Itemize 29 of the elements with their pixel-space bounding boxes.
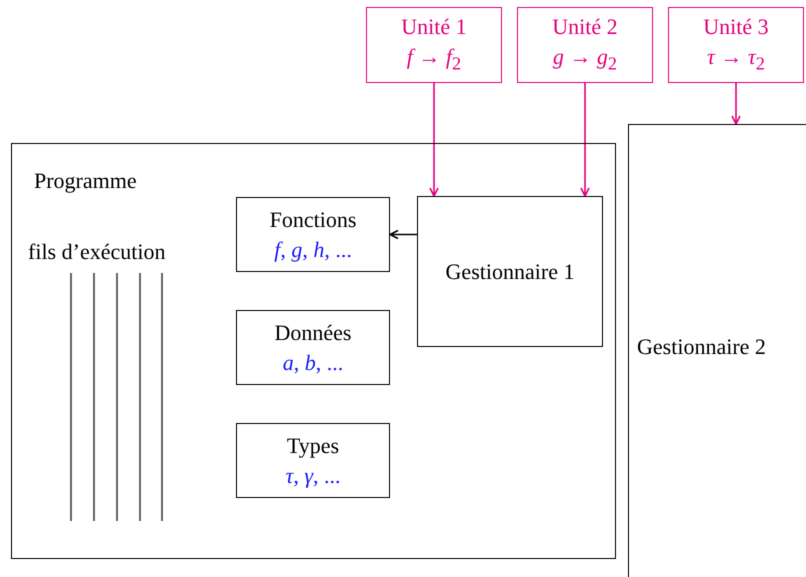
arrow: [580, 83, 590, 197]
unit-box: [668, 7, 804, 83]
definition-box: [236, 423, 390, 498]
manager-box: [417, 196, 603, 347]
arrow: [389, 230, 417, 240]
node-label: Données: [274, 318, 352, 346]
definition-box: [236, 310, 390, 385]
thread-label: fils d’exécution: [28, 238, 166, 266]
definition-box: [236, 197, 390, 272]
manager-panel: [628, 124, 806, 577]
expression-text: τ, γ, ...: [285, 462, 341, 490]
node-label: Gestionnaire 2: [637, 333, 766, 361]
node-label: Unité 3: [703, 12, 769, 41]
node-label: Types: [286, 432, 340, 460]
container-title: Programme: [34, 167, 137, 195]
node-label: Unité 2: [552, 12, 618, 41]
node-label: Unité 1: [401, 12, 467, 41]
arrow: [731, 83, 741, 125]
program-frame: [11, 143, 616, 559]
expression-text: a, b, ...: [282, 348, 344, 376]
expression-text: g → g$_{2}$: [552, 42, 618, 76]
expression-text: f → f$_{2}$: [406, 42, 462, 76]
expression-text: τ → τ$_{2}$: [707, 42, 765, 76]
unit-box: [517, 7, 653, 83]
unit-box: [366, 7, 502, 83]
arrow: [429, 83, 439, 197]
node-label: Fonctions: [270, 206, 356, 234]
expression-text: f, g, h, ...: [274, 236, 352, 264]
node-label: Gestionnaire 1: [446, 258, 574, 286]
